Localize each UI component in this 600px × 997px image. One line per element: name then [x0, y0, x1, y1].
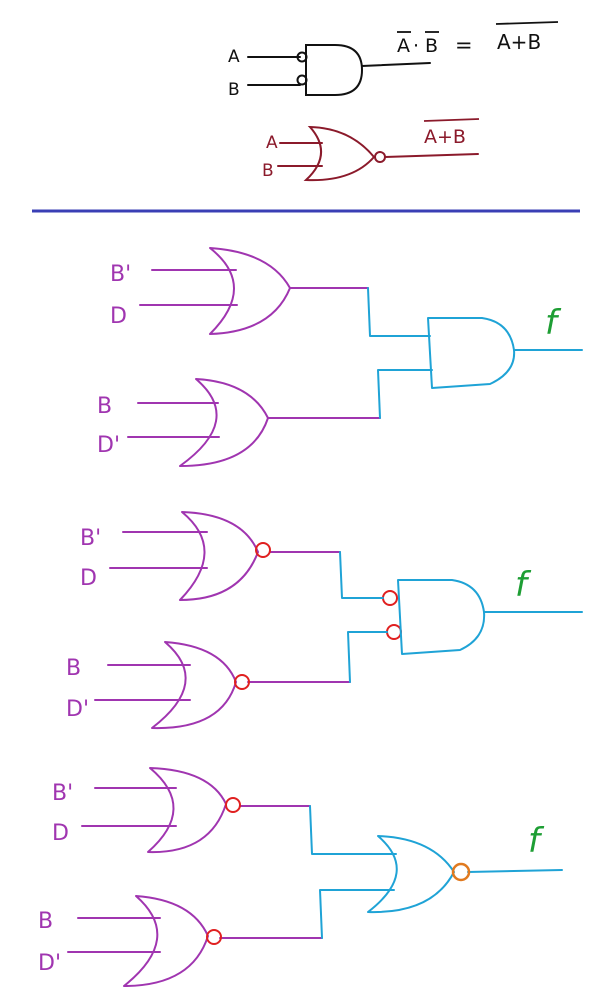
c2-nor1-bubble [255, 542, 271, 558]
c3-label-b: B [38, 909, 53, 934]
c1-or-gate-2 [179, 378, 269, 467]
equation-equals: = [455, 33, 473, 57]
c3-wire-to-nor-1 [309, 805, 397, 855]
c3-nor-gate-final [367, 835, 455, 914]
label-input-a: A [228, 47, 240, 67]
c3-output-f: f [528, 821, 545, 861]
nor-output-wire [384, 153, 479, 158]
label-input-b: B [228, 80, 240, 100]
c3-wire-to-nor-2 [319, 889, 395, 939]
c2-label-b: B [66, 656, 81, 681]
and-gate-inverted-inputs [247, 44, 431, 96]
c3-nor1-bubble [225, 797, 241, 813]
c2-wire-to-and-1 [339, 551, 384, 599]
c2-and-input-bubble-2 [386, 624, 402, 640]
de-morgan-equation: A · B = A+B [397, 21, 559, 57]
inversion-bubble-b [296, 74, 308, 86]
c3-nor-output [467, 869, 563, 873]
nor-output-label: A+B [424, 126, 466, 148]
circuit-1 [127, 247, 583, 467]
c1-label-b: B [97, 394, 112, 419]
c1-and-gate [427, 317, 516, 389]
equation-b-bar: B [425, 35, 438, 57]
inversion-bubble-a [296, 51, 308, 63]
c3-nor-gate-1 [147, 767, 227, 854]
nor-gate-maroon [277, 125, 479, 182]
c1-label-d: D [110, 304, 127, 329]
c2-nor-gate-2 [151, 641, 237, 730]
c1-wire-to-and-1 [367, 287, 431, 337]
c2-label-d: D [80, 566, 97, 591]
c2-and-gate [397, 579, 486, 655]
c1-output-f: f [545, 303, 562, 343]
c2-nor-gate-1 [179, 511, 259, 601]
equation-dot: · [413, 35, 419, 57]
circuit-2 [94, 511, 583, 730]
c2-and-input-bubble-1 [382, 590, 398, 606]
c1-label-b-prime: B' [110, 262, 131, 287]
c2-output-f: f [515, 565, 532, 605]
c3-nor-gate-2 [123, 895, 209, 987]
c1-wire-to-and-2 [377, 369, 433, 419]
c2-nor2-bubble [234, 674, 250, 690]
c3-label-d: D [52, 821, 69, 846]
c2-label-b-prime: B' [80, 526, 101, 551]
nor-gate-body [303, 125, 376, 182]
nor-label-b: B [262, 161, 274, 181]
c1-label-d-prime: D' [97, 433, 120, 458]
nor-inversion-bubble [374, 151, 386, 163]
c1-or-gate-1 [209, 247, 291, 335]
c3-final-nor-bubble [451, 862, 471, 882]
c2-label-d-prime: D' [66, 697, 89, 722]
circuit-3 [67, 767, 563, 987]
c2-wire-to-and-2 [347, 631, 388, 683]
c3-nor2-bubble [206, 929, 222, 945]
nor-output-overline [423, 118, 480, 122]
c3-label-b-prime: B' [52, 781, 73, 806]
and-output-wire [361, 62, 431, 67]
equation-a-plus-b: A+B [497, 30, 541, 54]
overline-a-plus-b [495, 21, 559, 25]
equation-a-bar: A [397, 35, 410, 57]
and-gate-body [305, 44, 364, 96]
nor-label-a: A [266, 133, 278, 153]
c3-label-d-prime: D' [38, 951, 61, 976]
